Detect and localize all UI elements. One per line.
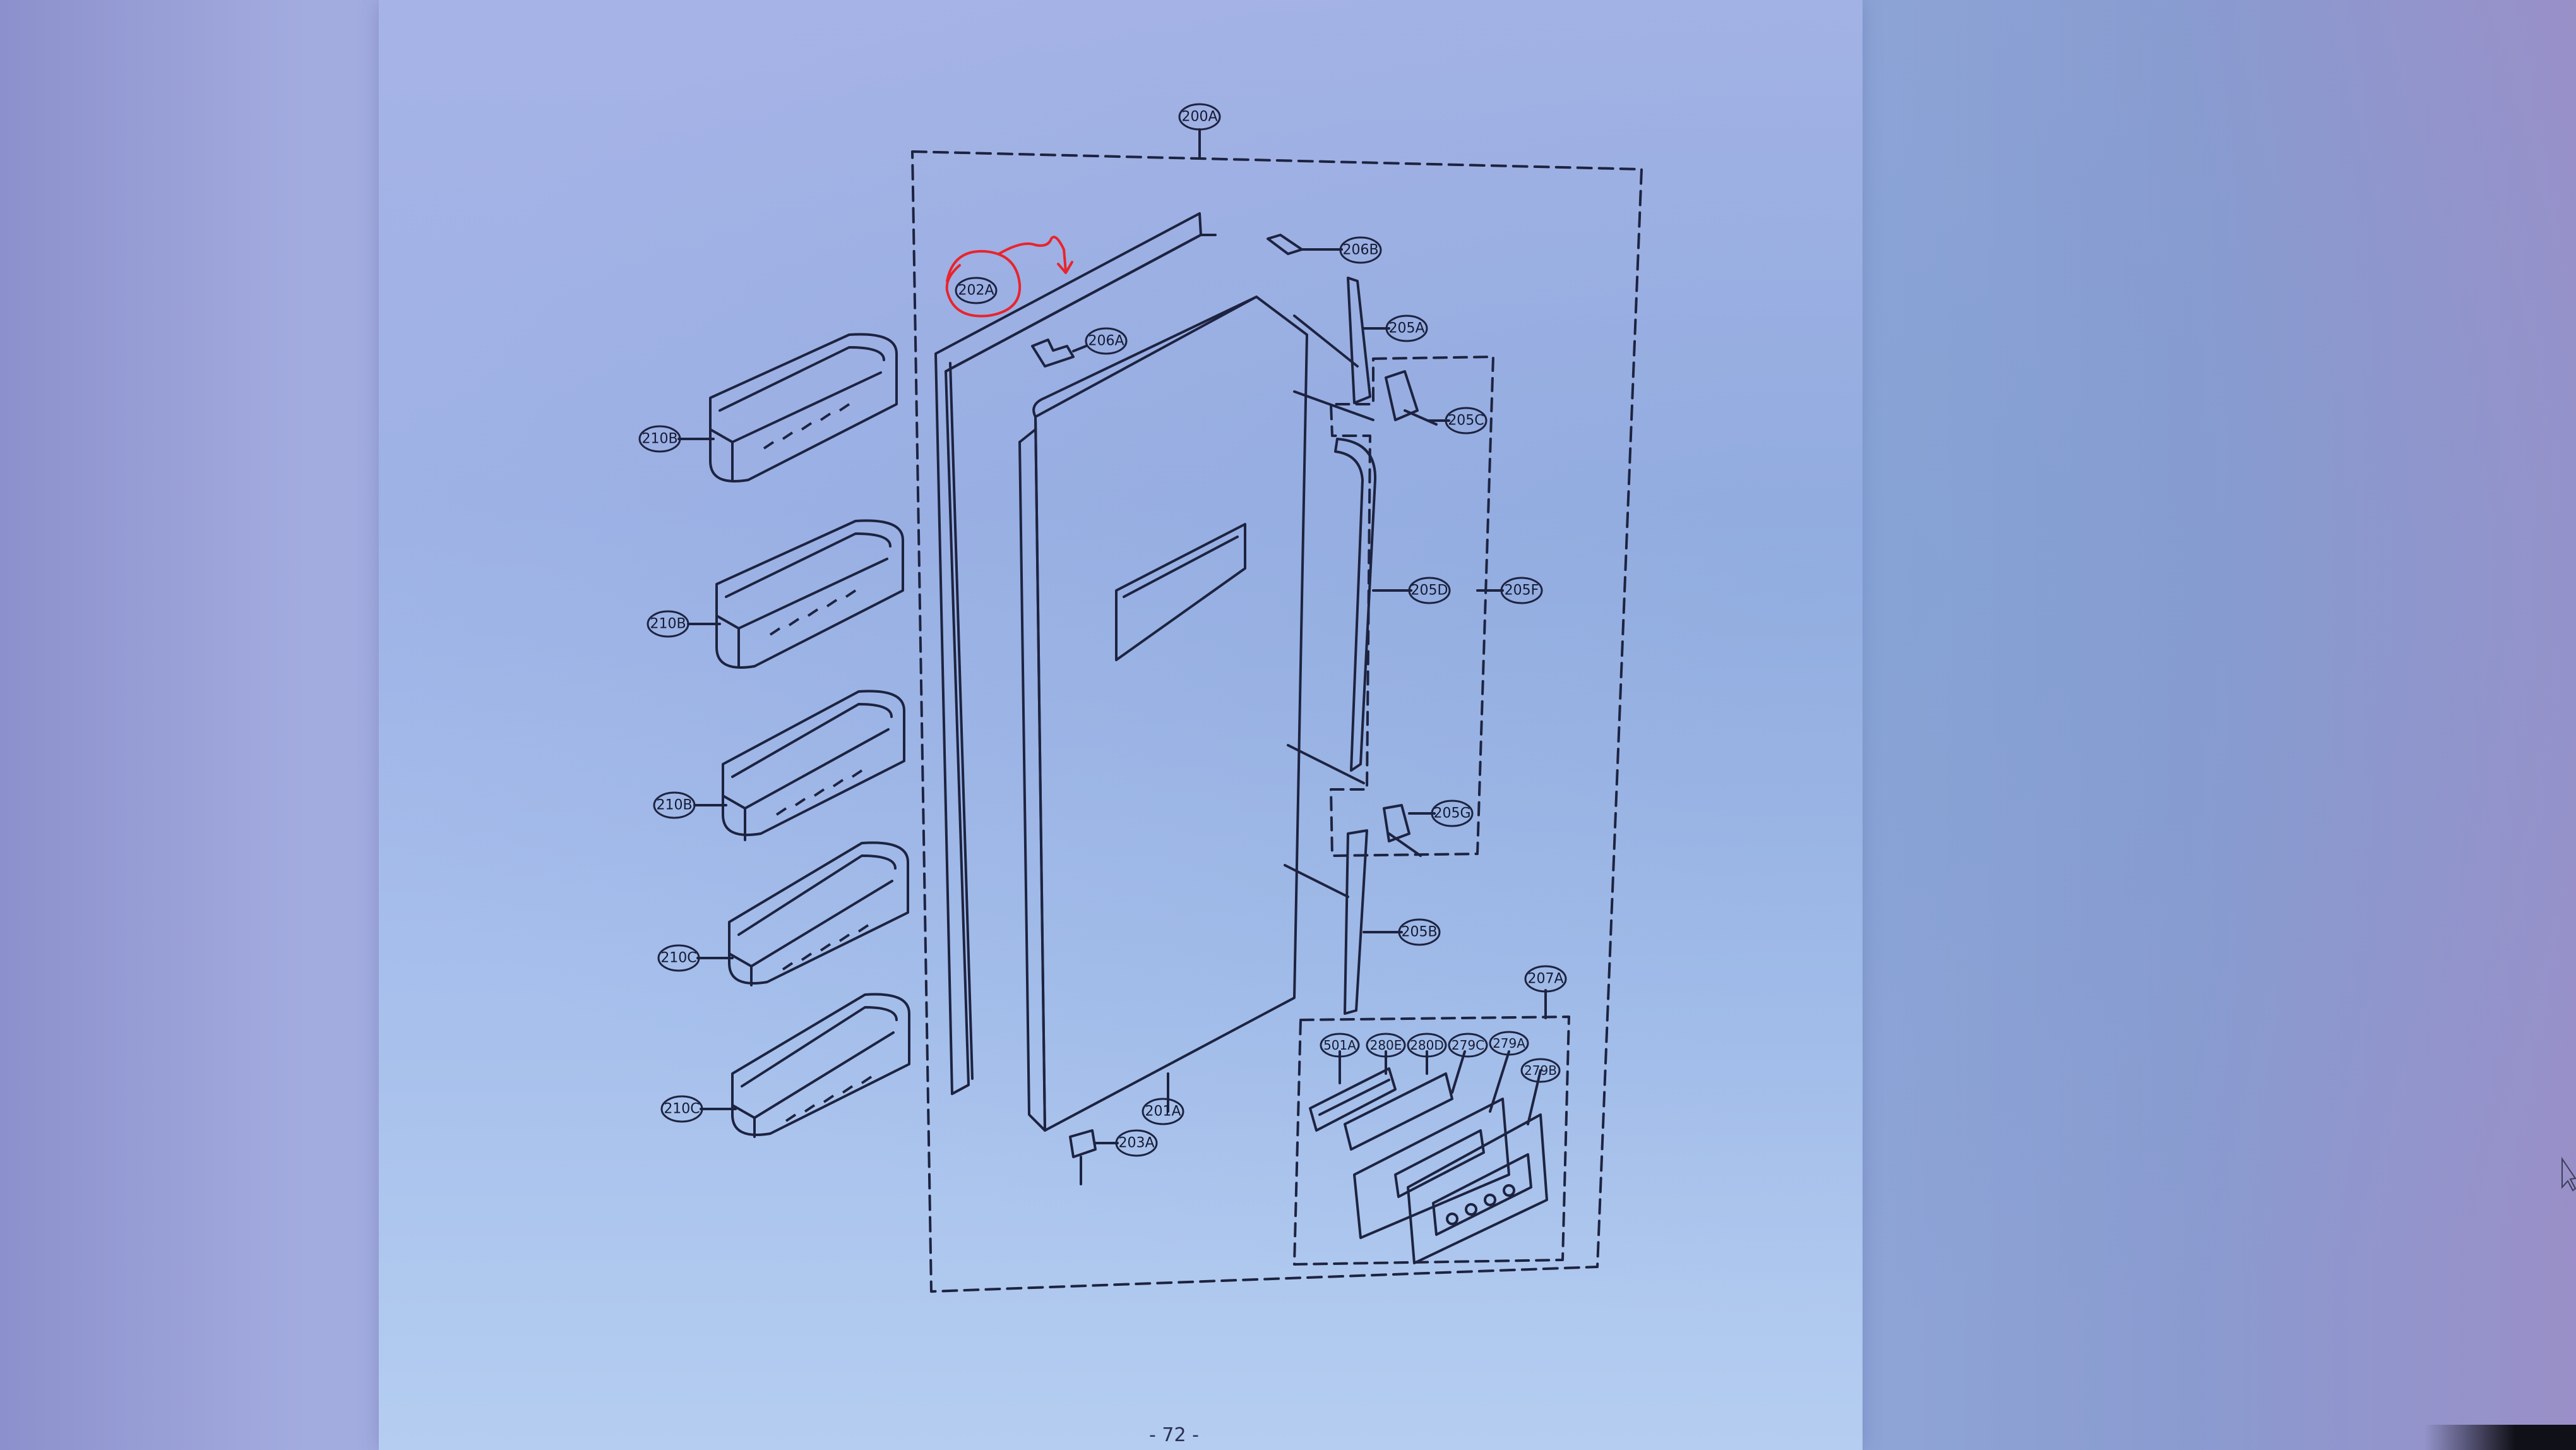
door-bin-4 xyxy=(728,841,909,986)
display-parts xyxy=(1309,1050,1548,1264)
callout-205G: 205G xyxy=(1433,806,1470,822)
callout-210B-2: 210B xyxy=(650,616,686,632)
bin-slots-3 xyxy=(775,769,863,816)
door-hinge xyxy=(1069,1129,1097,1158)
display-assembly-box xyxy=(1293,1016,1570,1266)
callout-206A: 206A xyxy=(1088,333,1124,349)
callout-205A: 205A xyxy=(1388,321,1424,337)
callout-279C: 279C xyxy=(1452,1038,1484,1053)
bin-slots-4 xyxy=(782,924,869,971)
door-pocket xyxy=(1115,523,1246,661)
callout-501A: 501A xyxy=(1323,1038,1356,1053)
handle-assembly-box xyxy=(1330,356,1494,857)
assembly-boundary xyxy=(911,150,1643,1293)
handle-cap-bottom xyxy=(1344,829,1368,1015)
callout-205B: 205B xyxy=(1401,925,1437,940)
callout-203A: 203A xyxy=(1118,1135,1154,1151)
callout-280D: 280D xyxy=(1410,1038,1444,1053)
callout-200A: 200A xyxy=(1181,109,1217,125)
page-number: - 72 - xyxy=(1149,1424,1199,1446)
door-bin-1 xyxy=(709,333,898,482)
callout-205C: 205C xyxy=(1448,413,1484,429)
callout-205D: 205D xyxy=(1411,583,1448,599)
red-annotation xyxy=(945,236,1073,318)
callout-280E: 280E xyxy=(1370,1038,1402,1053)
callout-279B: 279B xyxy=(1524,1063,1557,1078)
callout-210B-3: 210B xyxy=(656,798,692,813)
callout-201A: 201A xyxy=(1145,1104,1181,1120)
callout-206B: 206B xyxy=(1342,243,1378,258)
handle-clip-bottom xyxy=(1383,804,1410,842)
red-circle-202A xyxy=(945,249,1022,318)
door-handle xyxy=(1334,438,1377,772)
monitor-bezel xyxy=(2424,1425,2576,1450)
handle-cap-top xyxy=(1347,277,1371,404)
door-bin-5 xyxy=(731,993,910,1138)
bin-slots-5 xyxy=(785,1076,873,1122)
callout-207A: 207A xyxy=(1527,971,1563,987)
bin-slots-2 xyxy=(769,589,857,636)
red-arrow xyxy=(998,236,1073,274)
door-bin-2 xyxy=(715,519,904,669)
door-bin-3 xyxy=(722,690,905,841)
manual-page xyxy=(379,0,1863,1450)
callout-279A: 279A xyxy=(1493,1036,1525,1051)
callout-210B-1: 210B xyxy=(641,431,677,447)
callout-210C-2: 210C xyxy=(664,1101,700,1117)
gasket-bracket xyxy=(1031,339,1075,368)
handle-clip-top xyxy=(1385,370,1419,421)
bin-slots-1 xyxy=(763,403,850,450)
door-panel xyxy=(1018,296,1308,1132)
callout-205F: 205F xyxy=(1505,583,1539,599)
mouse-cursor-icon xyxy=(2561,1156,2576,1192)
callout-210C-1: 210C xyxy=(660,950,696,966)
top-cap xyxy=(1267,234,1303,255)
callout-202A: 202A xyxy=(958,283,994,299)
door-gasket xyxy=(934,212,1217,1095)
